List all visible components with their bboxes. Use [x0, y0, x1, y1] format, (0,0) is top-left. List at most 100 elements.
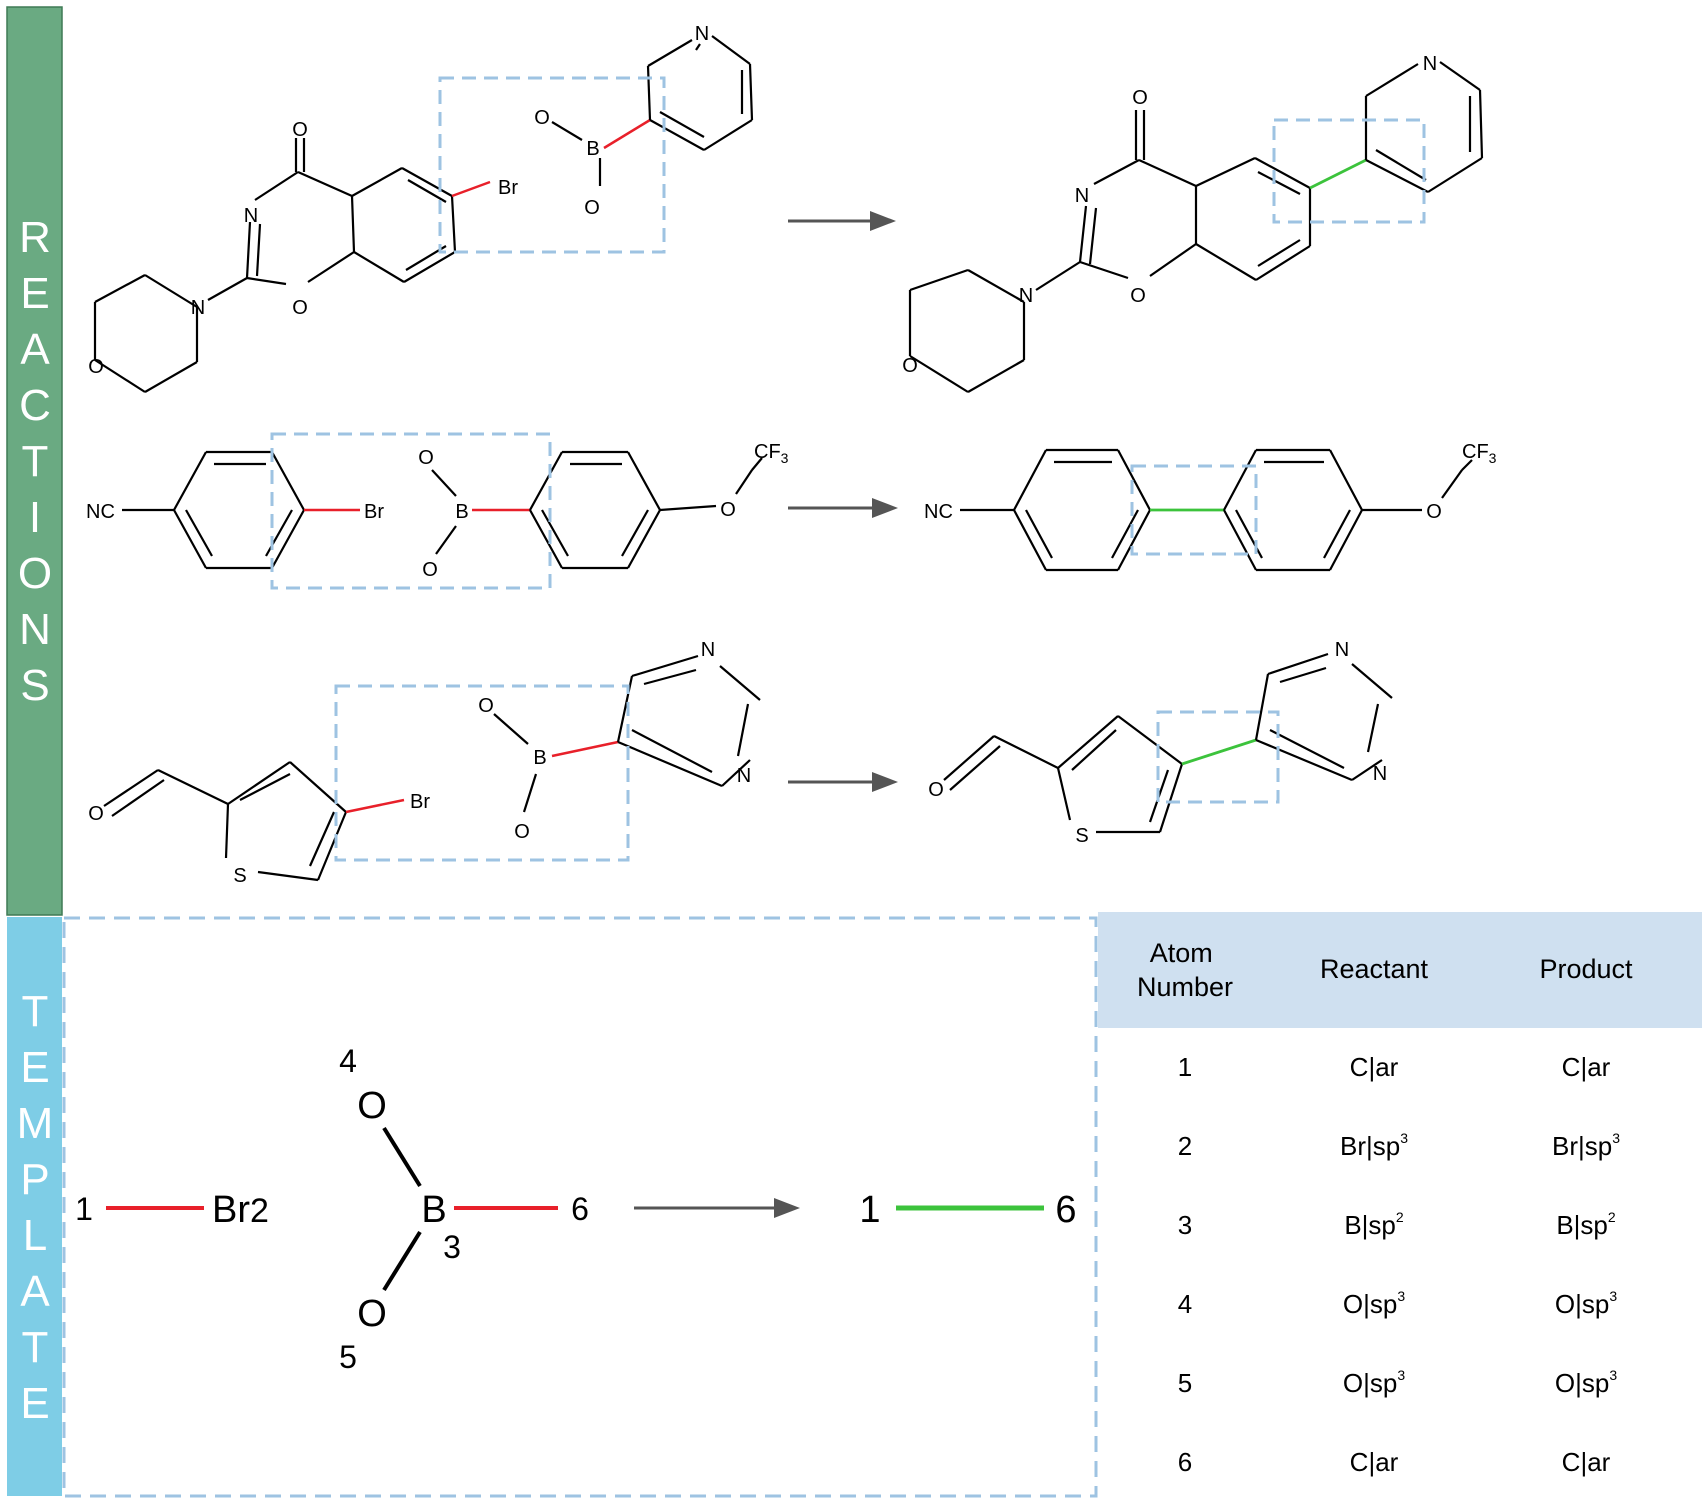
r3-atom-S: S — [233, 865, 246, 887]
table-cell-reactant: O|sp3 — [1343, 1367, 1405, 1398]
table-header-atom-number: Atom Number — [1137, 938, 1233, 1002]
r1-atom-N-ring: N — [244, 205, 258, 227]
table-cell-product: Br|sp3 — [1552, 1130, 1620, 1161]
reaction-2-reactant-2: O B O O CF3 — [418, 441, 788, 581]
table-header-bg — [1098, 912, 1702, 1028]
template-product-atom-1: 1 — [859, 1189, 880, 1231]
reaction-2-reactant-dashed-box — [270, 432, 552, 590]
template-label-letter: P — [20, 1155, 49, 1204]
p3-atom-N-bottom: N — [1373, 763, 1387, 785]
p1-atom-N-ring: N — [1075, 185, 1089, 207]
p1-atom-O-carbonyl: O — [1132, 87, 1148, 109]
r1-atom-O-boron-top: O — [534, 107, 550, 129]
reactions-label-letter: I — [29, 493, 41, 542]
p1-atom-O-morpholine: O — [902, 355, 918, 377]
r2-atom-Br: Br — [364, 501, 384, 523]
r2-atom-B: B — [455, 501, 468, 523]
reactions-label-letter: E — [20, 269, 49, 318]
r2-atom-O-boron-bottom: O — [422, 559, 438, 581]
template-label-letter: E — [20, 1379, 49, 1428]
r2-cf-sub: 3 — [781, 450, 789, 466]
reactions-label-letter: S — [20, 661, 49, 710]
p2-cf: CF — [1462, 441, 1489, 463]
table-cell-reactant: C|ar — [1350, 1052, 1399, 1082]
template-atom-O4: O — [357, 1085, 387, 1127]
template-reaction: 1 Br2 4 O B 3 6 O 5 1 6 — [75, 1043, 1076, 1375]
template-label-letter: A — [20, 1267, 50, 1316]
template-bar-bg — [7, 917, 62, 1496]
reaction-1: O N O N O Br O B O N — [88, 23, 1484, 393]
table-cell-product: B|sp2 — [1556, 1209, 1616, 1240]
template-label-letter: T — [22, 1323, 49, 1372]
reaction-2-reactant-1: NC Br — [86, 450, 384, 570]
table-cell-product: O|sp3 — [1555, 1367, 1617, 1398]
r1-atom-Br: Br — [498, 177, 518, 199]
reaction-3-product-dashed-box — [1156, 710, 1280, 804]
template-label-letter: L — [23, 1211, 47, 1260]
template-atom-O5: O — [357, 1293, 387, 1335]
template-product-atom-6: 6 — [1055, 1189, 1076, 1231]
reaction-2: NC Br O B O O CF3 NC O CF3 — [86, 432, 1497, 590]
template-label-letter: E — [20, 1043, 49, 1092]
table-cell-reactant: Br|sp3 — [1340, 1130, 1408, 1161]
reaction-1-product: O N O N O N — [902, 53, 1484, 393]
reaction-3: O S Br O B O N N O S N N — [88, 639, 1393, 887]
template-bond-B-O5 — [382, 1230, 422, 1292]
reaction-1-product-dashed-box — [1272, 118, 1426, 224]
table-cell-product: O|sp3 — [1555, 1288, 1617, 1319]
r1-atom-O-morpholine: O — [88, 356, 104, 378]
reaction-3-product: O S N N — [928, 639, 1393, 847]
template-atom-6: 6 — [571, 1191, 589, 1227]
template-atom-Br: Br2 — [212, 1189, 269, 1231]
p3-atom-N-top: N — [1335, 639, 1349, 661]
table-cell-atom-number: 5 — [1178, 1368, 1192, 1398]
reaction-1-reactant-2: O B O N — [534, 23, 754, 219]
r1-atom-N-morpholine: N — [191, 297, 205, 319]
template-atom-1: 1 — [75, 1191, 93, 1227]
template-atom-3-number: 3 — [443, 1229, 461, 1265]
r3-atom-N-top: N — [701, 639, 715, 661]
reactions-bar-bg — [6, 6, 63, 916]
reactions-label-letter: N — [19, 605, 51, 654]
template-br-number: 2 — [250, 1192, 269, 1230]
template-br-symbol: Br — [212, 1189, 250, 1231]
reactions-label-letter: C — [19, 381, 51, 430]
reactions-label-letter: A — [20, 325, 50, 374]
table-cell-reactant: B|sp2 — [1344, 1209, 1404, 1240]
template-label-letter: T — [22, 987, 49, 1036]
r3-atom-O-boron-top: O — [478, 695, 494, 717]
r1-atom-N-pyridine: N — [695, 23, 709, 45]
r3-atom-O-boron-bottom: O — [514, 821, 530, 843]
table-cell-reactant: O|sp3 — [1343, 1288, 1405, 1319]
r3-atom-Br: Br — [410, 791, 430, 813]
p2-atom-NC: NC — [924, 501, 953, 523]
reaction-2-arrow — [788, 498, 898, 518]
p1-atom-O-ring: O — [1130, 285, 1146, 307]
reactions-label-letter: T — [22, 437, 49, 486]
table-cell-reactant: C|ar — [1350, 1447, 1399, 1477]
r3-atom-B: B — [533, 747, 546, 769]
template-bond-O4-B — [382, 1126, 422, 1188]
table-header-number: Number — [1137, 972, 1233, 1002]
r1-atom-B: B — [586, 138, 599, 160]
table-header-reactant: Reactant — [1320, 954, 1429, 984]
p2-atom-O-ether: O — [1426, 501, 1442, 523]
template-atom-4-number: 4 — [339, 1043, 357, 1079]
table-cell-atom-number: 1 — [1178, 1052, 1192, 1082]
template-atom-B: B — [421, 1189, 446, 1231]
r3-atom-N-bottom: N — [737, 765, 751, 787]
table-cell-product: C|ar — [1562, 1052, 1611, 1082]
r2-atom-NC: NC — [86, 501, 115, 523]
table-header-product: Product — [1539, 954, 1633, 984]
reaction-3-reactant-2: O B O N N — [478, 639, 761, 843]
reaction-1-reactant-dashed-box — [438, 76, 666, 254]
table-cell-atom-number: 3 — [1178, 1210, 1192, 1240]
p1-atom-N-pyridine: N — [1423, 53, 1437, 75]
p3-atom-O-aldehyde: O — [928, 779, 944, 801]
reaction-2-product: NC O CF3 — [924, 441, 1497, 572]
